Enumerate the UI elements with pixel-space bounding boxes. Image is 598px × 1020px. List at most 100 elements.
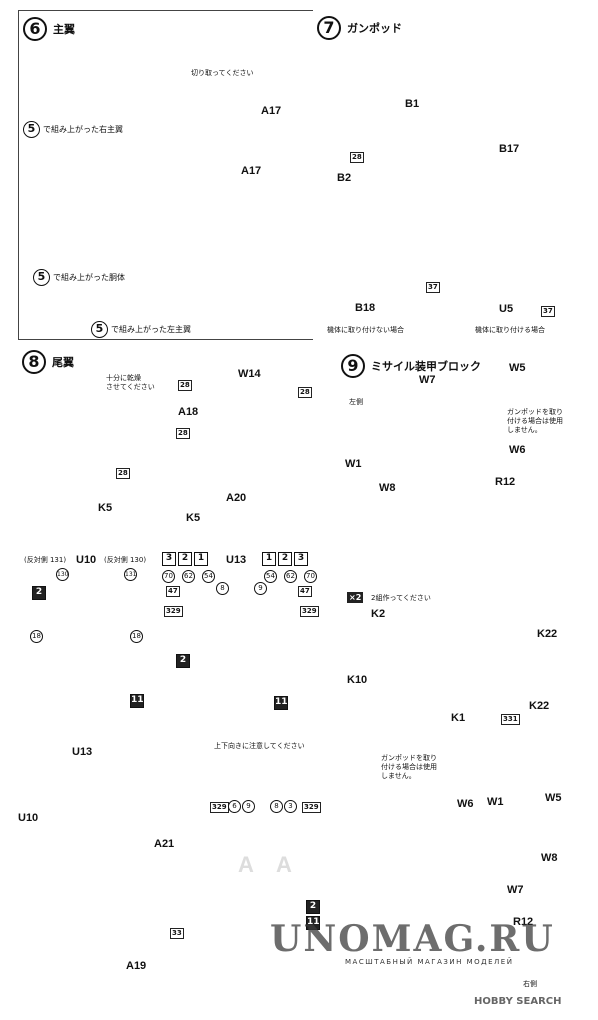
part-u10: U10 — [76, 554, 97, 566]
decal-bottom-1: 6 — [228, 800, 241, 813]
watermark-sub: МАСШТАБНЫЙ МАГАЗИН МОДЕЛЕЙ — [345, 958, 514, 966]
part-u5: U5 — [499, 303, 514, 315]
tail-letter-right: A — [276, 852, 292, 877]
step8-number: 8 — [22, 350, 46, 374]
step9-panel: 9 ミサイル装甲ブロック W5 W7 左側 ガンポッドを取り 付ける場合は使用 … — [333, 340, 588, 995]
ref-right-wing-text: で組み上がった右主翼 — [43, 125, 123, 134]
color-28c: 28 — [176, 428, 190, 439]
ref5-body: 5 — [33, 269, 50, 286]
u13-order-left-0: 3 — [162, 552, 176, 566]
color-2c: 2 — [306, 900, 320, 914]
color-33: 33 — [170, 928, 184, 939]
u13-order-right-1: 2 — [278, 552, 292, 566]
step6-title: 主翼 — [53, 23, 75, 36]
color-47b: 47 — [298, 586, 312, 597]
decal-row-left-0: 70 — [162, 570, 175, 583]
part-a17-detail: A17 — [241, 165, 262, 177]
left-side: 左側 — [349, 398, 363, 406]
color-28: 28 — [350, 152, 364, 163]
ref-body-text: で組み上がった胴体 — [53, 273, 125, 282]
part-w6b: W6 — [457, 798, 474, 810]
part-w1: W1 — [345, 458, 362, 470]
part-k22b: K22 — [529, 700, 550, 712]
color-47a: 47 — [166, 586, 180, 597]
part-a21: A21 — [154, 838, 175, 850]
step8-panel: 8 尾翼 十分に乾燥 させてください W14 28 28 A18 28 28 A… — [18, 340, 333, 985]
color-28a: 28 — [178, 380, 192, 391]
note-gunpod2: ガンポッドを取り 付ける場合は使用 しません。 — [381, 754, 437, 780]
tail-letter-left: A — [238, 852, 254, 877]
decal-row-left-1: 62 — [182, 570, 195, 583]
decal-130: 130 — [56, 568, 69, 581]
color-28d: 28 — [116, 468, 130, 479]
color-329a: 329 — [164, 606, 183, 617]
color-28b: 28 — [298, 387, 312, 398]
color-331: 331 — [501, 714, 520, 725]
part-w5: W5 — [509, 362, 526, 374]
part-r12: R12 — [495, 476, 516, 488]
part-b18: B18 — [355, 302, 376, 314]
hobby-search-logo: HOBBY SEARCH — [474, 996, 562, 1007]
part-k1: K1 — [451, 712, 466, 724]
part-u13b: U13 — [72, 746, 93, 758]
decal-row-left-2: 54 — [202, 570, 215, 583]
part-w8b: W8 — [541, 852, 558, 864]
opposite-131: (反対側 131) — [24, 556, 67, 564]
decal-bottom-2: 9 — [242, 800, 255, 813]
part-a17: A17 — [261, 105, 282, 117]
watermark-main: UNOMAG.RU — [270, 918, 555, 960]
step7-title: ガンポッド — [347, 22, 402, 35]
part-w6: W6 — [509, 444, 526, 456]
u13-order-left-1: 2 — [178, 552, 192, 566]
part-a20: A20 — [226, 492, 247, 504]
note-dry: 十分に乾燥 させてください — [106, 374, 155, 391]
ref5-left-wing: 5 — [91, 321, 108, 338]
color-37b: 37 — [541, 306, 555, 317]
note-attach: 機体に取り付ける場合 — [475, 326, 545, 334]
u13-order-right-2: 3 — [294, 552, 308, 566]
part-u10b: U10 — [18, 812, 39, 824]
step9-number: 9 — [341, 354, 365, 378]
color-11c: 11 — [306, 916, 320, 930]
decal-18b: 18 — [130, 630, 143, 643]
decal-bottom-3: 8 — [270, 800, 283, 813]
x2-badge: ×2 — [347, 592, 364, 603]
note-not-attach: 機体に取り付けない場合 — [327, 326, 404, 334]
part-k2: K2 — [371, 608, 386, 620]
part-w1b: W1 — [487, 796, 504, 808]
ref-left-wing-text: で組み上がった左主翼 — [111, 325, 191, 334]
step8-title: 尾翼 — [52, 356, 74, 369]
step6-number: 6 — [23, 17, 47, 41]
part-k22: K22 — [537, 628, 558, 640]
part-w7: W7 — [419, 374, 436, 386]
part-w5b: W5 — [545, 792, 562, 804]
part-a18: A18 — [178, 406, 199, 418]
x2-note: 2組作ってください — [371, 594, 431, 602]
color-2a: 2 — [32, 586, 46, 600]
u13-order-right-0: 1 — [262, 552, 276, 566]
part-k5a: K5 — [98, 502, 113, 514]
opposite-130: (反対側 130) — [104, 556, 147, 564]
step9-title: ミサイル装甲ブロック — [371, 360, 481, 373]
color-2b: 2 — [176, 654, 190, 668]
color-11a: 11 — [130, 694, 144, 708]
decal-row-right-2: 62 — [284, 570, 297, 583]
part-a19: A19 — [126, 960, 147, 972]
step6-cut-note: 切り取ってください — [191, 69, 254, 77]
right-side: 右側 — [523, 980, 537, 988]
part-k10: K10 — [347, 674, 368, 686]
ref5-right-wing: 5 — [23, 121, 40, 138]
decal-bottom-0: 329 — [210, 802, 229, 813]
decal-18a: 18 — [30, 630, 43, 643]
decal-row-right-0: 9 — [254, 582, 267, 595]
decal-row-left-3: 8 — [216, 582, 229, 595]
u13-order-left-2: 1 — [194, 552, 208, 566]
step7-number: 7 — [317, 16, 341, 40]
part-b1: B1 — [405, 98, 420, 110]
part-u13: U13 — [226, 554, 247, 566]
decal-row-right-1: 54 — [264, 570, 277, 583]
part-w8: W8 — [379, 482, 396, 494]
step7-panel: 7 ガンポッド B1 B17 28 B2 B18 37 U5 37 機体に取り付… — [313, 10, 583, 340]
part-w7b: W7 — [507, 884, 524, 896]
decal-131: 131 — [124, 568, 137, 581]
